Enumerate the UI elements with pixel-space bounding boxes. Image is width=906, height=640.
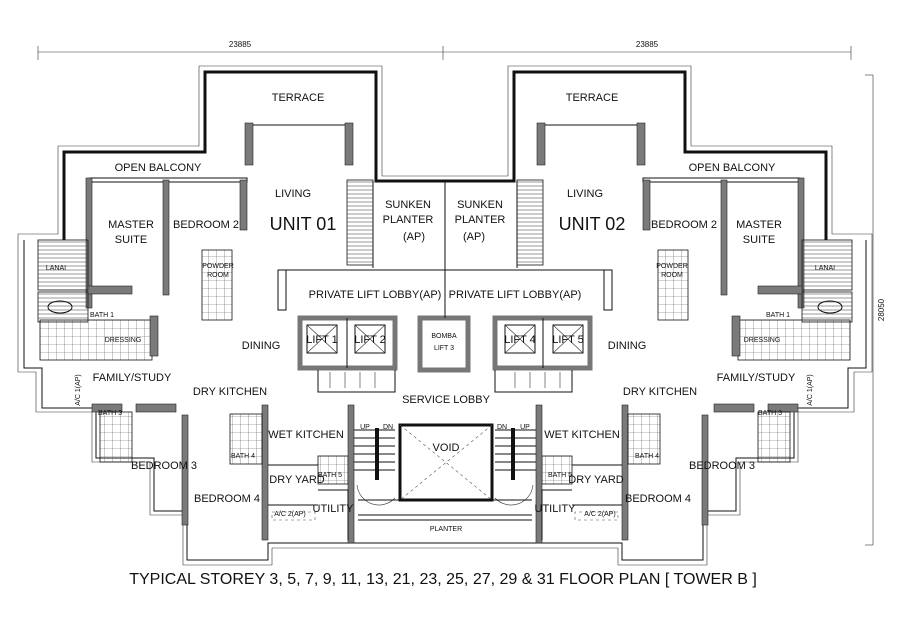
plan-title: TYPICAL STOREY 3, 5, 7, 9, 11, 13, 21, 2… bbox=[129, 571, 757, 588]
dry-kitchen-label: DRY KITCHEN bbox=[193, 386, 267, 398]
sunken-planter-label: SUNKEN bbox=[385, 199, 431, 211]
open-balcony-label: OPEN BALCONY bbox=[689, 162, 776, 174]
living-label: LIVING bbox=[275, 188, 311, 200]
sunken-planter-label: (AP) bbox=[463, 231, 485, 243]
powder-room-label: POWDER bbox=[202, 263, 234, 270]
sunken-planter-label: PLANTER bbox=[383, 214, 434, 226]
planter-label: PLANTER bbox=[430, 526, 462, 533]
sunken-planter-label: SUNKEN bbox=[457, 199, 503, 211]
lift-4-label: LIFT 4 bbox=[504, 334, 536, 346]
dimension-lines bbox=[37, 46, 874, 546]
terrace-label: TERRACE bbox=[566, 92, 619, 104]
ac-ledge-2-label: A/C 2(AP) bbox=[274, 511, 306, 518]
master-suite-label: SUITE bbox=[743, 234, 775, 246]
unit-02-geometry bbox=[445, 66, 872, 565]
lift-2-label: LIFT 2 bbox=[354, 334, 386, 346]
private-lift-lobby-label: PRIVATE LIFT LOBBY(AP) bbox=[449, 289, 582, 301]
unit-label: UNIT 01 bbox=[270, 214, 337, 234]
bath-4-label: BATH 4 bbox=[635, 453, 659, 460]
bath-5-label: BATH 5 bbox=[548, 472, 572, 479]
utility-label: UTILITY bbox=[313, 503, 355, 515]
stair-down-label: DN bbox=[497, 424, 507, 431]
wet-kitchen-label: WET KITCHEN bbox=[544, 429, 620, 441]
unit-02-labels: TERRACE OPEN BALCONY LIVING UNIT 02 MAST… bbox=[449, 92, 835, 518]
terrace-label: TERRACE bbox=[272, 92, 325, 104]
dimension-right: 28050 bbox=[877, 298, 886, 321]
void-cross bbox=[399, 424, 493, 501]
core-labels: LIFT 1 LIFT 2 BOMBA LIFT 3 LIFT 4 LIFT 5… bbox=[306, 333, 584, 533]
dressing-label: DRESSING bbox=[744, 337, 781, 344]
dry-yard-label: DRY YARD bbox=[568, 474, 623, 486]
wet-kitchen-label: WET KITCHEN bbox=[268, 429, 344, 441]
dimension-top-right: 23885 bbox=[636, 40, 659, 49]
ac-ledge-1-label: A/C 1(AP) bbox=[807, 374, 814, 406]
lanai-label: LANAI bbox=[46, 265, 66, 272]
dry-yard-label: DRY YARD bbox=[269, 474, 324, 486]
dressing-label: DRESSING bbox=[105, 337, 142, 344]
powder-room-label: POWDER bbox=[656, 263, 688, 270]
powder-room-label: ROOM bbox=[207, 272, 229, 279]
ac-ledge-2-label: A/C 2(AP) bbox=[584, 511, 616, 518]
bath-3-label: BATH 3 bbox=[98, 410, 122, 417]
sunken-planter-label: PLANTER bbox=[455, 214, 506, 226]
dry-kitchen-label: DRY KITCHEN bbox=[623, 386, 697, 398]
dimension-top-left: 23885 bbox=[229, 40, 252, 49]
bath-5-label: BATH 5 bbox=[318, 472, 342, 479]
stair-up-label: UP bbox=[360, 424, 370, 431]
service-lobby-label: SERVICE LOBBY bbox=[402, 394, 490, 406]
bomba-lift-shaft bbox=[417, 315, 471, 373]
master-suite-label: SUITE bbox=[115, 234, 147, 246]
bath-1-label: BATH 1 bbox=[766, 312, 790, 319]
stair-up-label: UP bbox=[520, 424, 530, 431]
bath-1-label: BATH 1 bbox=[90, 312, 114, 319]
powder-room-label: ROOM bbox=[661, 272, 683, 279]
sunken-planter-label: (AP) bbox=[403, 231, 425, 243]
void-label: VOID bbox=[433, 442, 460, 454]
bomba-lift-label: LIFT 3 bbox=[434, 345, 454, 352]
unit-label: UNIT 02 bbox=[559, 214, 626, 234]
dining-label: DINING bbox=[608, 340, 647, 352]
unit-01-labels: TERRACE OPEN BALCONY LIVING UNIT 01 MAST… bbox=[46, 92, 441, 518]
family-study-label: FAMILY/STUDY bbox=[93, 372, 172, 384]
unit-01-geometry bbox=[17, 65, 445, 566]
lift-5-label: LIFT 5 bbox=[552, 334, 584, 346]
ac-ledge-1-label: A/C 1(AP) bbox=[75, 374, 82, 406]
master-suite-label: MASTER bbox=[108, 219, 154, 231]
bath-3-label: BATH 3 bbox=[758, 410, 782, 417]
family-study-label: FAMILY/STUDY bbox=[717, 372, 796, 384]
bomba-lift-label: BOMBA bbox=[431, 333, 457, 340]
lift-1-label: LIFT 1 bbox=[306, 334, 338, 346]
void-box bbox=[398, 423, 494, 502]
bedroom-3-label: BEDROOM 3 bbox=[689, 460, 755, 472]
bedroom-4-label: BEDROOM 4 bbox=[625, 493, 691, 505]
stair-down-label: DN bbox=[383, 424, 393, 431]
lanai-label: LANAI bbox=[815, 265, 835, 272]
utility-label: UTILITY bbox=[535, 503, 577, 515]
bedroom-2-label: BEDROOM 2 bbox=[173, 219, 239, 231]
master-suite-label: MASTER bbox=[736, 219, 782, 231]
bath-4-label: BATH 4 bbox=[231, 453, 255, 460]
living-label: LIVING bbox=[567, 188, 603, 200]
open-balcony-label: OPEN BALCONY bbox=[115, 162, 202, 174]
bedroom-3-label: BEDROOM 3 bbox=[131, 460, 197, 472]
dining-label: DINING bbox=[242, 340, 281, 352]
private-lift-lobby-label: PRIVATE LIFT LOBBY(AP) bbox=[309, 289, 442, 301]
bedroom-2-label: BEDROOM 2 bbox=[651, 219, 717, 231]
bedroom-4-label: BEDROOM 4 bbox=[194, 493, 260, 505]
